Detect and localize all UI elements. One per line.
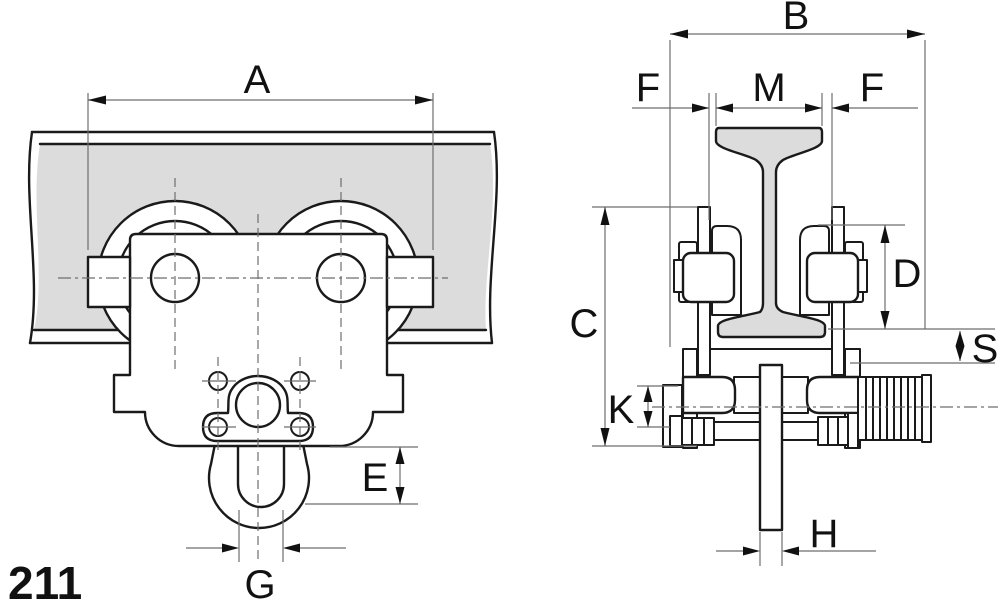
axle-end-left: [673, 259, 684, 293]
dimension-c: C: [570, 206, 697, 447]
dim-label-c: C: [570, 302, 599, 346]
dim-label-g: G: [244, 563, 275, 606]
washer-left: [669, 415, 683, 447]
washer-right: [847, 412, 859, 449]
dimension-fmf: F M F: [632, 66, 918, 220]
hex-nut-left: [681, 417, 715, 446]
break-line-right: [488, 130, 499, 345]
break-line-left: [27, 130, 36, 345]
dimension-g: G: [186, 510, 346, 606]
through-bolt: [669, 412, 859, 449]
dimension-b: B: [669, 0, 926, 347]
dim-label-f-right: F: [860, 66, 884, 110]
dimension-k: K: [608, 385, 678, 432]
axle-tab-right: [385, 255, 435, 309]
anchor-flat-bar: [758, 363, 784, 532]
dim-label-d: D: [893, 252, 922, 296]
side-view: B F M F C D: [570, 0, 998, 566]
front-view: A E G: [27, 58, 499, 606]
spindle-end-cap: [921, 374, 932, 443]
dim-label-m: M: [752, 66, 785, 110]
dim-label-e: E: [362, 456, 389, 500]
suspension-eye: [207, 442, 311, 530]
dimension-h: H: [716, 512, 876, 566]
centerlines-front: [58, 178, 448, 562]
axle-end-right: [857, 259, 868, 293]
wheel-tread-left: [681, 251, 736, 304]
figure-number: 211: [8, 557, 82, 606]
dim-label-h: H: [810, 512, 839, 556]
dim-label-s: S: [972, 327, 999, 371]
dim-label-b: B: [783, 0, 810, 38]
dimension-e: E: [305, 446, 418, 505]
threaded-spindle: [857, 374, 932, 443]
hex-nut-right: [817, 416, 849, 446]
axle-tab-left: [86, 255, 132, 309]
dimension-a: A: [87, 58, 434, 250]
dim-label-f-left: F: [636, 66, 660, 110]
dim-label-k: K: [608, 388, 635, 432]
wheel-tread-right: [805, 251, 860, 304]
beam-section: [714, 126, 827, 339]
dim-label-a: A: [244, 58, 271, 102]
dimension-s: S: [850, 327, 998, 371]
dimension-d: D: [818, 224, 995, 330]
